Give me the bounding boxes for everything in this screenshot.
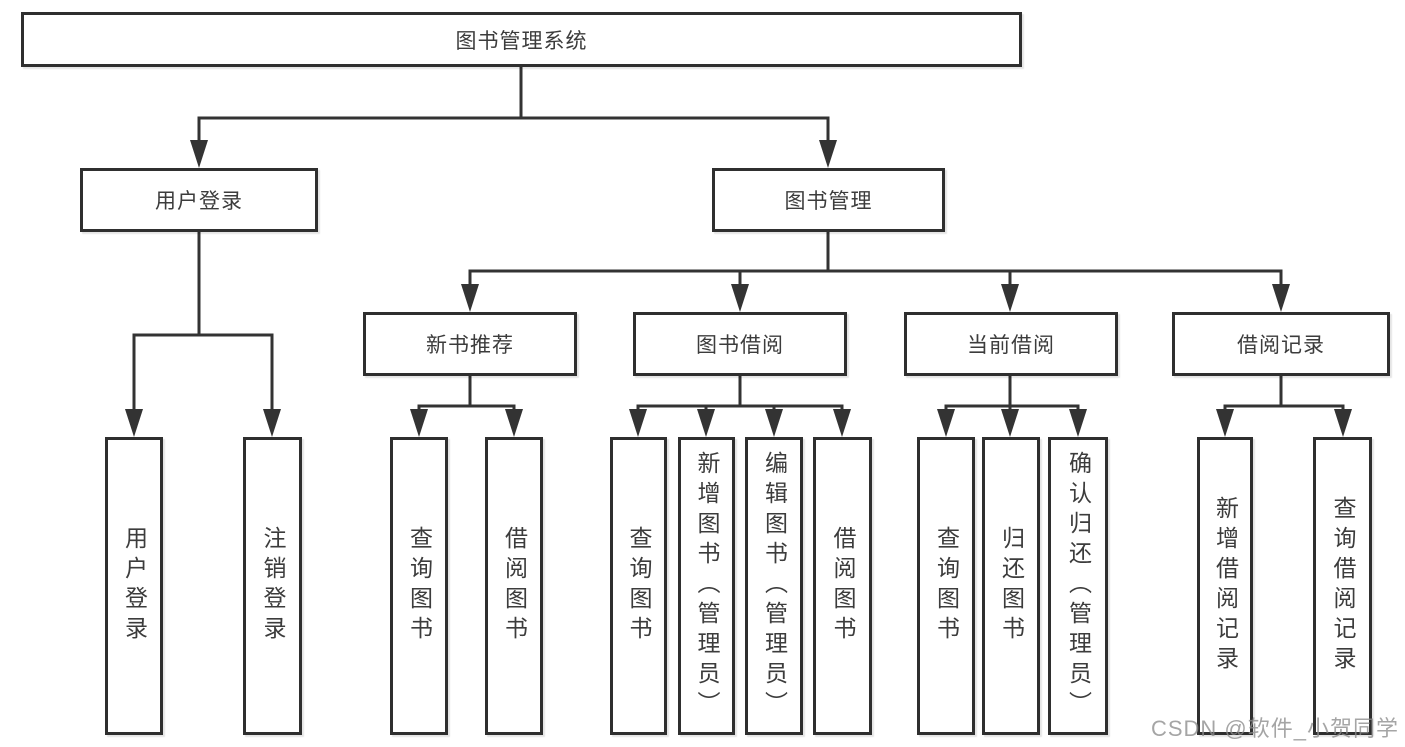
bb-query-books-label: 查询图书 [626,526,652,646]
connector-group [629,376,851,437]
book-borrow-box: 图书借阅 [633,312,847,376]
logout-action-label: 注销登录 [260,526,286,646]
arrowhead-icon [190,140,208,168]
connector-group [190,67,837,168]
cb-return-books-label: 归还图书 [998,526,1025,646]
arrowhead-icon [1069,409,1087,437]
connector-group [125,232,281,437]
bb-edit-books-label: 编辑图书（管理员） [761,451,788,721]
arrowhead-icon [1001,409,1019,437]
connector-group [461,232,1290,312]
root-box: 图书管理系统 [21,12,1022,67]
cb-confirm-return-label: 确认归还（管理员） [1065,451,1092,721]
nbr-borrow-books-box: 借阅图书 [485,437,543,735]
book-borrow-label: 图书借阅 [696,334,784,357]
arrowhead-icon [697,409,715,437]
bb-borrow-books-box: 借阅图书 [813,437,872,735]
bb-query-books-box: 查询图书 [610,437,667,735]
br-add-record-box: 新增借阅记录 [1197,437,1253,735]
borrow-records-label: 借阅记录 [1237,334,1325,357]
borrow-records-box: 借阅记录 [1172,312,1390,376]
bb-add-books-box: 新增图书（管理员） [678,437,735,735]
br-add-record-label: 新增借阅记录 [1212,496,1239,676]
arrowhead-icon [1001,284,1019,312]
bb-borrow-books-label: 借阅图书 [830,526,856,646]
connector-group [410,376,523,437]
user-login-label: 用户登录 [155,190,243,213]
nbr-query-books-box: 查询图书 [390,437,448,735]
bb-add-books-label: 新增图书（管理员） [694,451,720,721]
current-borrow-box: 当前借阅 [904,312,1118,376]
user-login-action-label: 用户登录 [121,526,148,646]
arrowhead-icon [765,409,783,437]
arrowhead-icon [125,409,143,437]
cb-return-books-box: 归还图书 [982,437,1040,735]
arrowhead-icon [833,409,851,437]
arrowhead-icon [505,409,523,437]
arrowhead-icon [461,284,479,312]
current-borrow-label: 当前借阅 [967,334,1055,357]
arrowhead-icon [937,409,955,437]
arrowhead-icon [1272,284,1290,312]
arrowhead-icon [410,409,428,437]
watermark: CSDN @软件_小贺同学 [1150,716,1399,741]
user-login-action-box: 用户登录 [105,437,163,735]
cb-query-books-label: 查询图书 [933,526,960,646]
arrowhead-icon [1216,409,1234,437]
connector-group [937,376,1087,437]
new-book-rec-box: 新书推荐 [363,312,577,376]
root-label: 图书管理系统 [455,29,588,53]
arrowhead-icon [731,284,749,312]
arrowhead-icon [263,409,281,437]
user-login-box: 用户登录 [80,168,318,232]
arrowhead-icon [819,140,837,168]
cb-query-books-box: 查询图书 [917,437,975,735]
nbr-query-books-label: 查询图书 [406,526,433,646]
nbr-borrow-books-label: 借阅图书 [501,526,528,646]
book-mgmt-label: 图书管理 [784,190,873,213]
br-query-record-box: 查询借阅记录 [1313,437,1372,735]
cb-confirm-return-box: 确认归还（管理员） [1048,437,1108,735]
bb-edit-books-box: 编辑图书（管理员） [745,437,803,735]
new-book-rec-label: 新书推荐 [426,334,514,357]
book-mgmt-box: 图书管理 [712,168,945,232]
logout-action-box: 注销登录 [243,437,302,735]
connector-group [1216,376,1352,437]
br-query-record-label: 查询借阅记录 [1330,496,1356,676]
arrowhead-icon [629,409,647,437]
arrowhead-icon [1334,409,1352,437]
